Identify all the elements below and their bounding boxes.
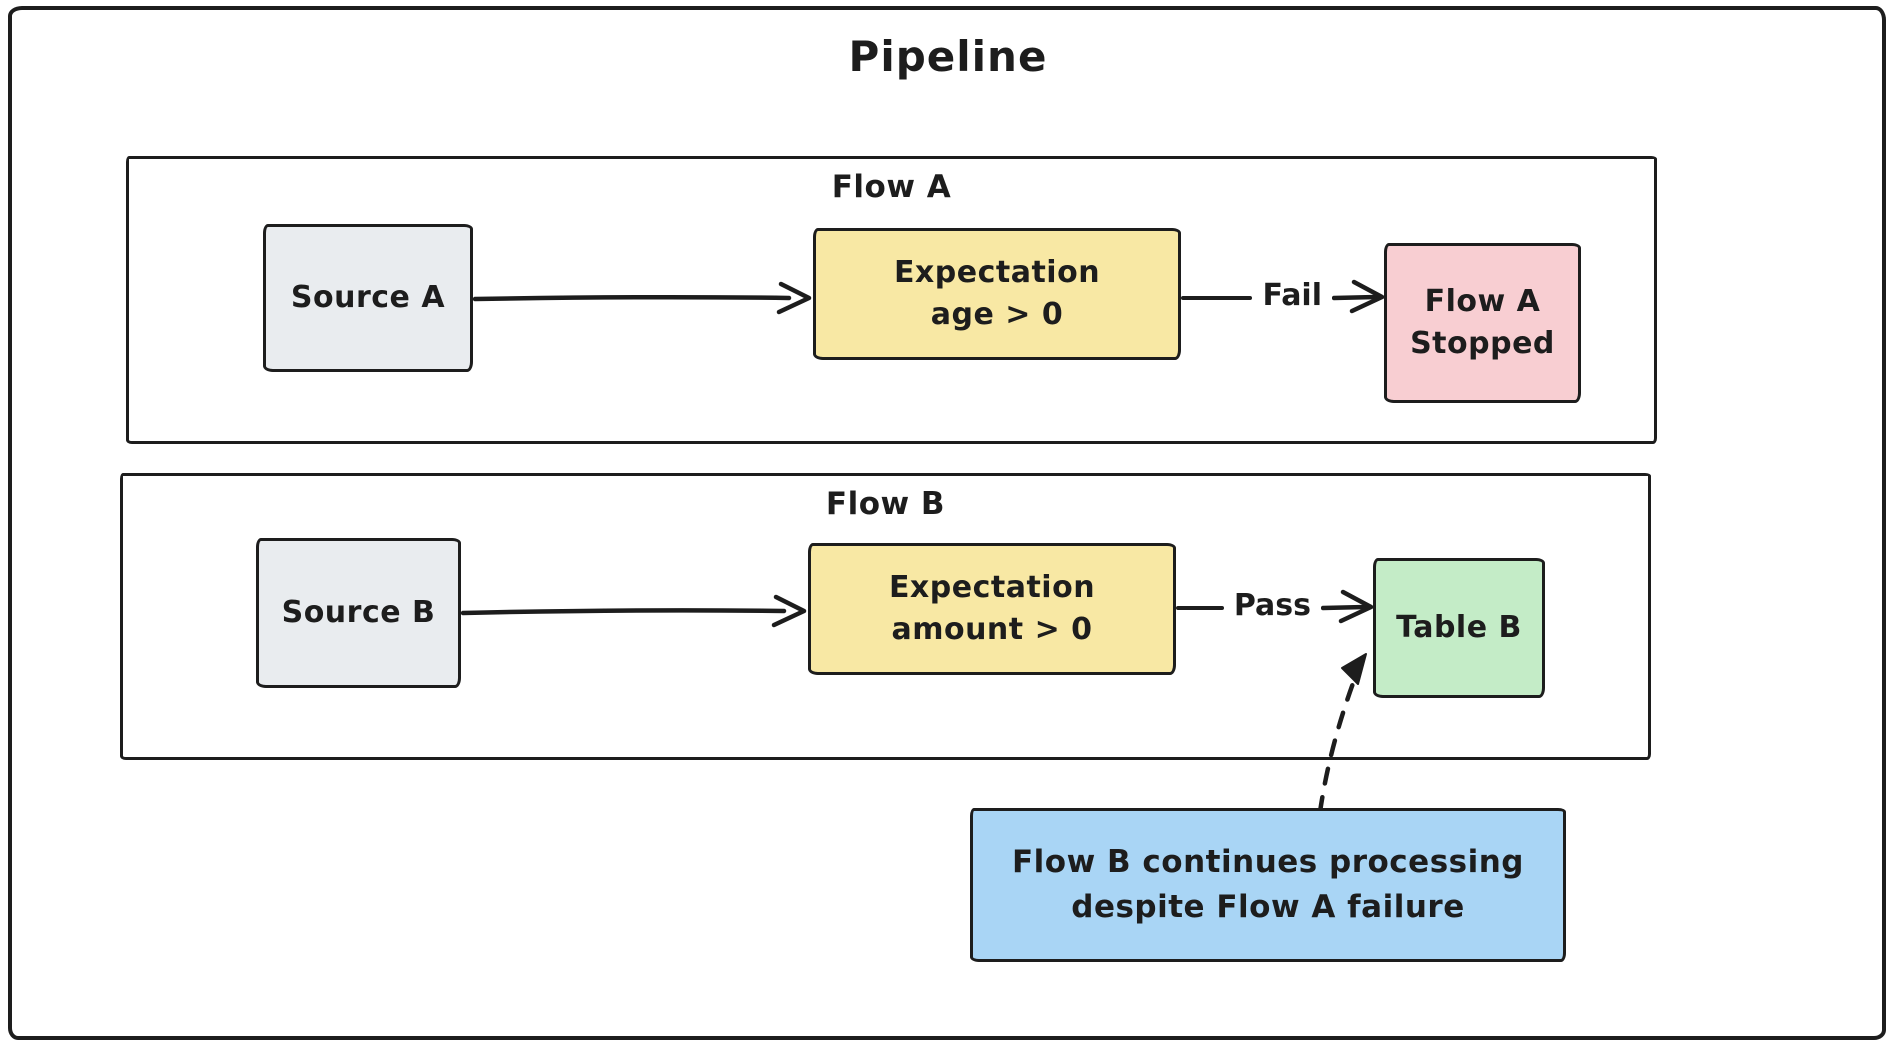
flow-a-source-to-expectation-arrow-icon — [473, 281, 812, 315]
flow-b-pass-connector: Pass — [1176, 586, 1373, 630]
flow-b-source-node: Source B — [256, 538, 461, 688]
flow-b-expectation-line1: Expectation — [888, 570, 1096, 605]
flow-b-expectation-node: Expectation amount > 0 — [808, 543, 1176, 675]
flow-a-stopped-line1: Flow A — [1424, 284, 1541, 319]
flow-a-stopped-line2: Stopped — [1410, 326, 1555, 361]
flow-b-label: Flow B — [825, 486, 946, 522]
flow-a-fail-connector: Fail — [1181, 276, 1384, 320]
note-box: Flow B continues processing despite Flow… — [970, 808, 1566, 962]
flow-b-table-node: Table B — [1373, 558, 1545, 698]
note-line1: Flow B continues processing — [1011, 844, 1524, 881]
flow-b-container: Flow B Source B Expectation amount > 0 P… — [120, 473, 1651, 760]
flow-b-expectation-line2: amount > 0 — [891, 612, 1093, 647]
pass-arrowhead-icon — [1321, 589, 1373, 624]
flow-a-expectation-line2: age > 0 — [930, 297, 1064, 332]
flow-b-source-to-expectation-arrow-icon — [461, 594, 807, 628]
flow-b-source-label: Source B — [281, 595, 436, 630]
diagram-title: Pipeline — [848, 32, 1048, 81]
flow-a-expectation-line1: Expectation — [893, 255, 1101, 290]
fail-arrowhead-icon — [1332, 279, 1384, 314]
pass-connector-line — [1176, 606, 1224, 610]
flow-a-stopped-node: Flow A Stopped — [1384, 243, 1581, 403]
flow-a-expectation-node: Expectation age > 0 — [813, 228, 1181, 360]
pass-edge-label: Pass — [1233, 587, 1311, 623]
fail-connector-line — [1181, 296, 1253, 300]
flow-a-source-node: Source A — [263, 224, 473, 372]
note-line2: despite Flow A failure — [1071, 889, 1465, 925]
flow-a-container: Flow A Source A Expectation age > 0 Fail… — [126, 156, 1657, 444]
fail-edge-label: Fail — [1262, 277, 1322, 313]
note-to-table-b-dashed-arrow-icon — [1317, 653, 1367, 815]
flow-b-table-label: Table B — [1396, 610, 1522, 645]
flow-a-source-label: Source A — [290, 280, 446, 315]
flow-a-label: Flow A — [831, 169, 952, 205]
